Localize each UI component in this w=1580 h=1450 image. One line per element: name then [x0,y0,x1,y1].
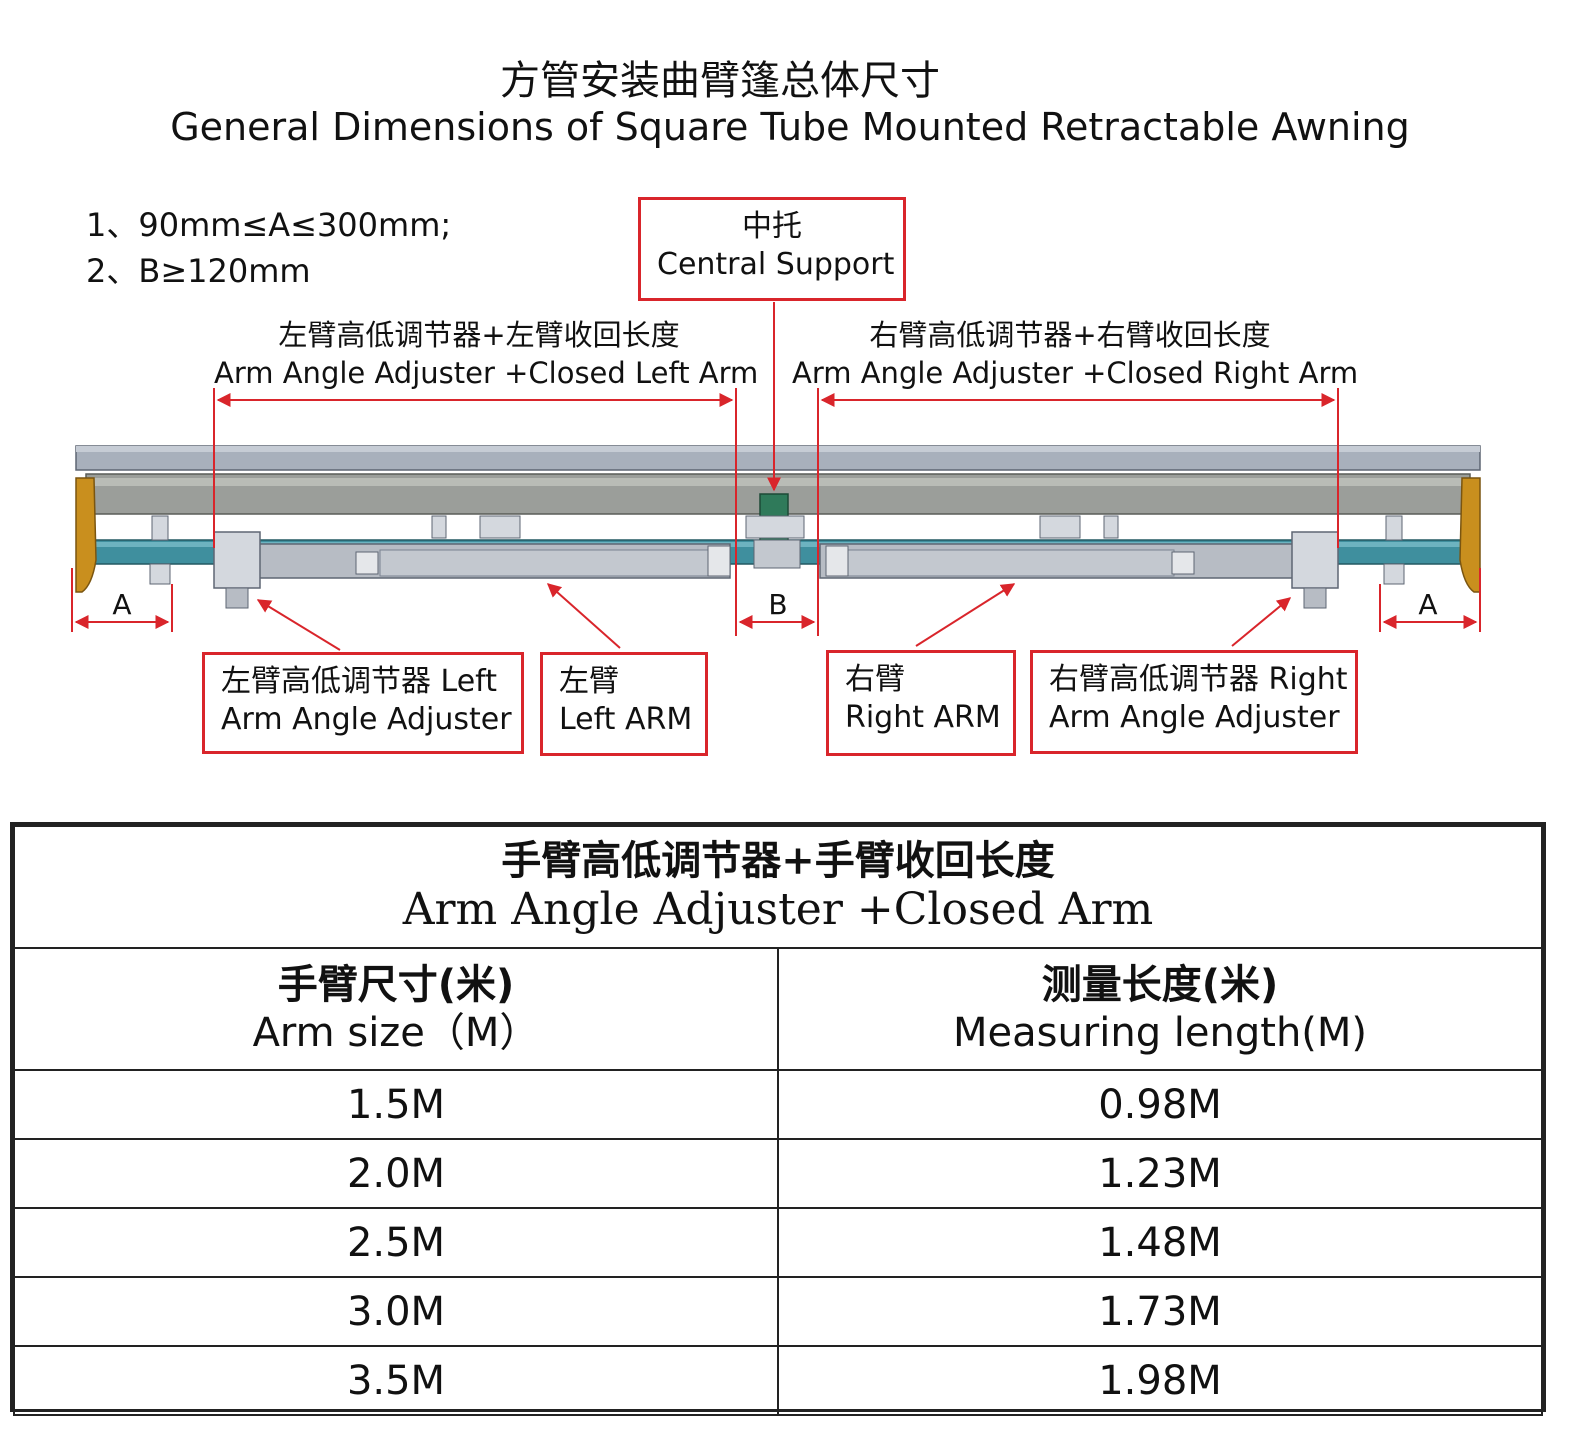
note-b-min: 2、B≥120mm [86,252,311,290]
left-end-cap [75,477,97,593]
right-adjuster [1291,531,1339,589]
table-row: 2.5M 1.48M [13,1207,1543,1278]
table-row: 1.5M 0.98M [13,1069,1543,1140]
column-header-arm-size-en: Arm size（M） [252,1010,540,1056]
dim-a-left-label: A [112,588,131,621]
table-header-en: Arm Angle Adjuster +Closed Arm [402,884,1154,935]
left-arm-pointer [546,583,621,649]
right-adjuster-callout: 右臂高低调节器 Right Arm Angle Adjuster [1030,650,1358,754]
central-support-box: 中托 Central Support [638,197,906,301]
left-span-label: 左臂高低调节器+左臂收回长度 Arm Angle Adjuster +Close… [214,316,759,392]
right-arm-line1: 右臂 [845,662,905,697]
left-arm-line1: 左臂 [559,664,619,699]
arm-size-cell: 2.5M [13,1207,779,1278]
column-header-measuring-length-cn: 测量长度(米) [1041,962,1279,1008]
column-header-arm-size: 手臂尺寸(米) Arm size（M） [13,947,779,1071]
right-arm-line2: Right ARM [845,700,1001,735]
table-header: 手臂高低调节器+手臂收回长度 Arm Angle Adjuster +Close… [13,825,1543,949]
left-arm-line2: Left ARM [559,702,693,737]
right-span-cn: 右臂高低调节器+右臂收回长度 [869,318,1271,352]
left-adjuster-callout: 左臂高低调节器 Left Arm Angle Adjuster [202,652,524,754]
table-header-cn: 手臂高低调节器+手臂收回长度 [501,837,1055,884]
dim-a-right-label: A [1418,588,1437,621]
column-header-arm-size-cn: 手臂尺寸(米) [277,962,515,1008]
arm-size-cell: 1.5M [13,1069,779,1140]
right-adjuster-pointer [1231,597,1292,647]
left-adjuster-pointer [256,599,341,651]
right-adjuster-line2: Arm Angle Adjuster [1049,700,1340,735]
measuring-length-cell: 1.73M [777,1276,1543,1347]
left-adjuster-line1: 左臂高低调节器 Left [221,664,497,699]
right-end-cap [1459,477,1481,593]
left-span-en: Arm Angle Adjuster +Closed Left Arm [214,356,759,390]
right-arm-callout: 右臂 Right ARM [826,650,1016,756]
left-adjuster [213,531,261,589]
title-en: General Dimensions of Square Tube Mounte… [170,105,1410,149]
column-header-measuring-length: 测量长度(米) Measuring length(M) [777,947,1543,1071]
table-row: 2.0M 1.23M [13,1138,1543,1209]
right-arm-pointer [915,583,1016,647]
left-span-cn: 左臂高低调节器+左臂收回长度 [278,318,680,352]
central-support-en: Central Support [657,247,895,282]
right-span-en: Arm Angle Adjuster +Closed Right Arm [792,356,1359,390]
left-adjuster-line2: Arm Angle Adjuster [221,702,512,737]
measuring-length-cell: 1.48M [777,1207,1543,1278]
left-arm-callout: 左臂 Left ARM [540,652,708,756]
title-cn: 方管安装曲臂篷总体尺寸 [500,58,940,104]
dim-b-label: B [768,588,787,621]
measuring-length-cell: 1.98M [777,1345,1543,1416]
arm-size-cell: 3.0M [13,1276,779,1347]
arm-length-table: 手臂高低调节器+手臂收回长度 Arm Angle Adjuster +Close… [10,822,1546,1416]
central-support-cn: 中托 [742,209,802,244]
awning-diagram: A B A [71,302,1481,651]
measuring-length-cell: 1.23M [777,1138,1543,1209]
column-header-measuring-length-en: Measuring length(M) [952,1010,1368,1056]
arm-size-cell: 3.5M [13,1345,779,1416]
measuring-length-cell: 0.98M [777,1069,1543,1140]
right-span-label: 右臂高低调节器+右臂收回长度 Arm Angle Adjuster +Close… [792,316,1359,392]
arm-size-cell: 2.0M [13,1138,779,1209]
table-row: 3.0M 1.73M [13,1276,1543,1347]
note-a-range: 1、90mm≤A≤300mm; [86,206,452,244]
right-adjuster-line1: 右臂高低调节器 Right [1049,662,1348,697]
table-row: 3.5M 1.98M [13,1345,1543,1416]
